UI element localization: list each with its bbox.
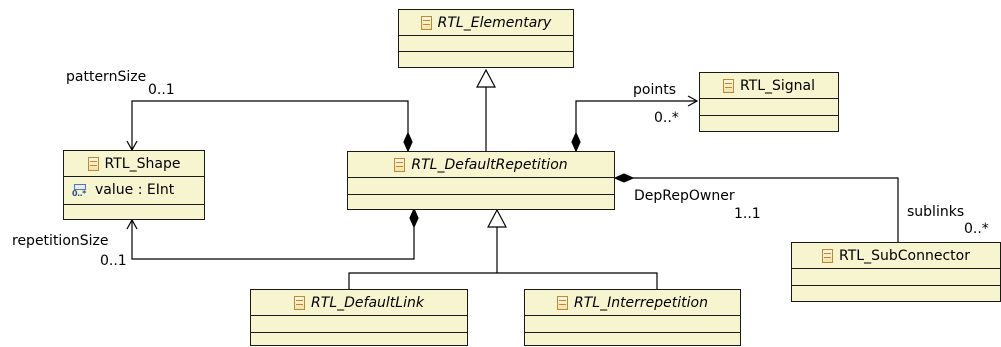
attribute-row[interactable]: 0..* value : EInt — [64, 177, 204, 203]
association-pattern-size — [126, 100, 409, 152]
class-rtl-default-link[interactable]: RTL_DefaultLink — [250, 289, 468, 346]
operations-compartment — [792, 286, 1000, 301]
class-header: RTL_DefaultRepetition — [348, 152, 614, 178]
role-label-points: points — [633, 82, 676, 98]
class-icon — [722, 78, 734, 93]
attributes-compartment — [251, 316, 467, 333]
generalization-arrow-repetition — [487, 208, 507, 228]
multiplicity-label-repetition-size: 0..1 — [100, 253, 127, 269]
class-rtl-elementary[interactable]: RTL_Elementary — [398, 9, 574, 68]
class-rtl-default-repetition[interactable]: RTL_DefaultRepetition — [347, 151, 615, 210]
class-header: RTL_Elementary — [399, 10, 573, 36]
class-header: RTL_Interrepetition — [525, 290, 740, 316]
class-rtl-interrepetition[interactable]: RTL_Interrepetition — [524, 289, 741, 346]
composition-diamond-repetition-size — [409, 207, 419, 229]
attributes-compartment — [399, 36, 573, 52]
operations-compartment — [700, 116, 838, 131]
operations-compartment — [348, 195, 614, 209]
composition-diamond-points — [571, 131, 581, 153]
class-rtl-shape[interactable]: RTL_Shape 0..* value : EInt — [63, 150, 205, 220]
class-icon — [822, 248, 834, 263]
operations-compartment — [251, 333, 467, 347]
composition-diamond-sublinks — [613, 173, 635, 183]
association-points — [575, 95, 699, 133]
class-icon — [394, 157, 406, 172]
class-name: RTL_DefaultLink — [311, 294, 424, 311]
attributes-compartment — [348, 178, 614, 195]
class-rtl-sub-connector[interactable]: RTL_SubConnector — [791, 242, 1001, 302]
multiplicity-label-dep-rep-owner: 1..1 — [734, 206, 761, 222]
class-header: RTL_Shape — [64, 151, 204, 177]
generalization-arrow-elementary — [476, 68, 496, 88]
attributes-compartment — [792, 269, 1000, 286]
attributes-compartment — [700, 99, 838, 116]
role-label-dep-rep-owner: DepRepOwner — [634, 188, 735, 204]
class-header: RTL_Signal — [700, 73, 838, 99]
role-label-pattern-size: patternSize — [66, 69, 147, 85]
class-header: RTL_SubConnector — [792, 243, 1000, 269]
role-label-sublinks: sublinks — [907, 204, 965, 220]
association-sublinks — [633, 177, 899, 242]
class-icon — [294, 295, 306, 310]
association-repetition-size — [126, 218, 415, 260]
attributes-compartment — [525, 316, 740, 333]
operations-compartment — [525, 333, 740, 347]
operations-compartment — [399, 52, 573, 67]
attribute-icon: 0..* — [72, 183, 89, 197]
multiplicity-label-sublinks: 0..* — [964, 221, 989, 237]
attribute-label: value : EInt — [95, 182, 175, 198]
role-label-repetition-size: repetitionSize — [12, 233, 109, 249]
class-name: RTL_SubConnector — [839, 247, 970, 264]
multiplicity-label-pattern-size: 0..1 — [148, 82, 175, 98]
class-name: RTL_Shape — [104, 155, 181, 172]
operations-compartment — [64, 205, 204, 219]
class-name: RTL_DefaultRepetition — [411, 156, 568, 173]
class-icon — [420, 15, 432, 30]
class-header: RTL_DefaultLink — [251, 290, 467, 316]
attributes-compartment: 0..* value : EInt — [64, 177, 204, 205]
class-icon — [556, 295, 568, 310]
generalization-line-subclasses — [348, 227, 658, 289]
class-name: RTL_Signal — [739, 77, 816, 94]
class-icon — [87, 156, 99, 171]
class-name: RTL_Elementary — [437, 14, 552, 31]
multiplicity-label-points: 0..* — [654, 110, 679, 126]
class-rtl-signal[interactable]: RTL_Signal — [699, 72, 839, 132]
composition-diamond-pattern-size — [403, 131, 413, 153]
class-name: RTL_Interrepetition — [573, 294, 708, 311]
